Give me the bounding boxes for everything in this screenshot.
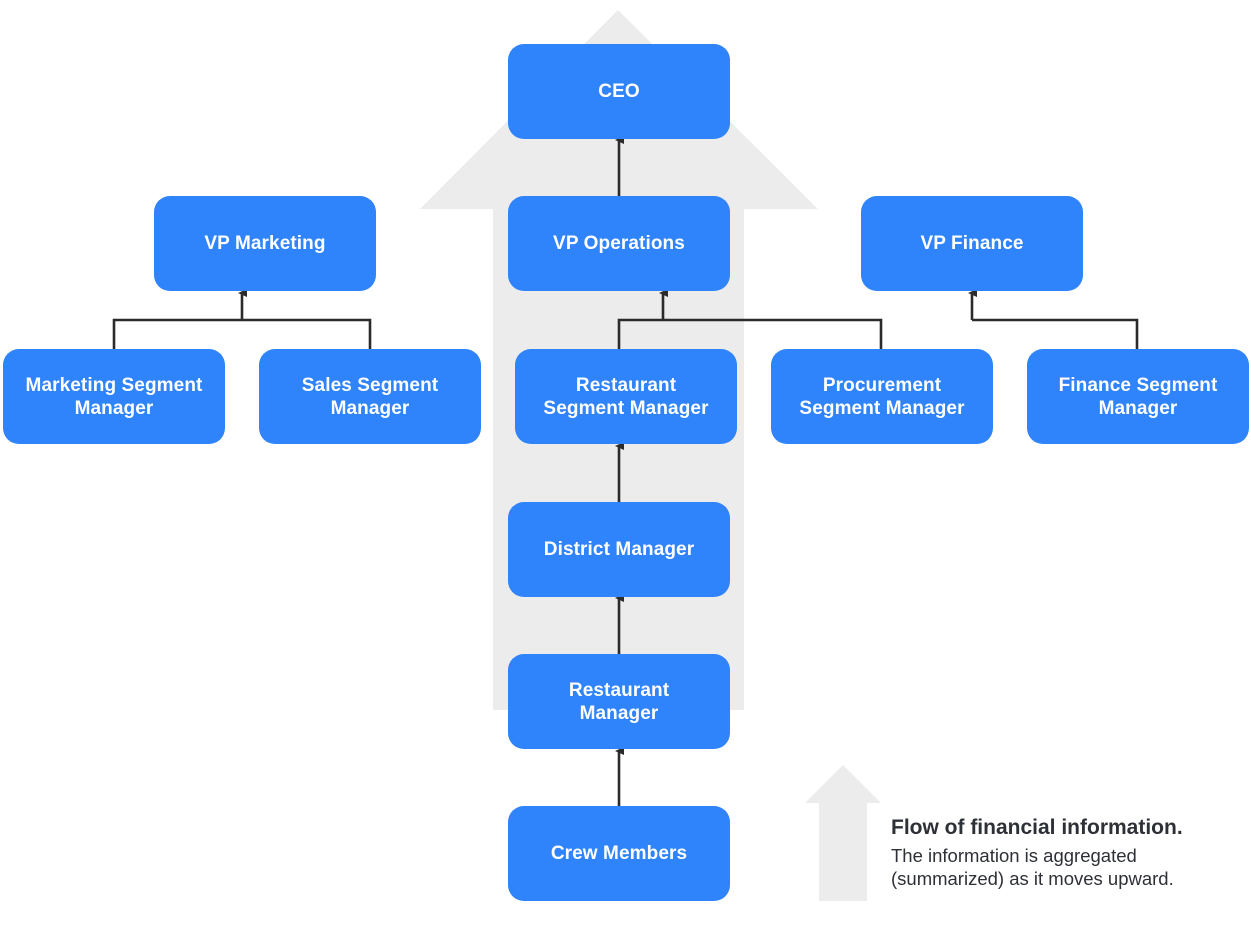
node-vp-marketing: VP Marketing <box>154 196 376 291</box>
node-sales-segment-manager-label: Sales Segment Manager <box>301 374 439 419</box>
node-vp-marketing-label: VP Marketing <box>204 233 326 254</box>
node-restaurant-manager: Restaurant Manager <box>508 654 730 749</box>
node-crew-members: Crew Members <box>508 806 730 901</box>
node-sales-segment-manager: Sales Segment Manager <box>259 349 481 444</box>
node-district-manager-label: District Manager <box>543 539 695 560</box>
node-restaurant-segment-manager: Restaurant Segment Manager <box>515 349 737 444</box>
node-procurement-segment-manager: Procurement Segment Manager <box>771 349 993 444</box>
node-marketing-segment-manager-label: Marketing Segment Manager <box>25 374 203 419</box>
node-district-manager: District Manager <box>508 502 730 597</box>
legend-description: The information is aggregated (summarize… <box>891 845 1174 889</box>
node-vp-operations: VP Operations <box>508 196 730 291</box>
node-finance-segment-manager: Finance Segment Manager <box>1027 349 1249 444</box>
node-finance-segment-manager-label: Finance Segment Manager <box>1058 374 1218 419</box>
node-marketing-segment-manager: Marketing Segment Manager <box>3 349 225 444</box>
connector-marketing-sales-bracket <box>112 318 372 349</box>
node-ceo: CEO <box>508 44 730 139</box>
legend-flow-arrow-icon <box>805 765 881 901</box>
node-restaurant-manager-label: Restaurant Manager <box>568 679 670 724</box>
node-vp-operations-label: VP Operations <box>553 233 685 254</box>
node-ceo-label: CEO <box>598 81 640 102</box>
node-restaurant-segment-manager-label: Restaurant Segment Manager <box>543 374 709 419</box>
connector-finance-bracket <box>972 318 1139 349</box>
node-vp-finance: VP Finance <box>861 196 1083 291</box>
node-crew-members-label: Crew Members <box>550 843 688 864</box>
node-procurement-segment-manager-label: Procurement Segment Manager <box>799 374 965 419</box>
node-vp-finance-label: VP Finance <box>920 233 1024 254</box>
connector-operations-bracket <box>617 318 883 349</box>
legend-title: Flow of financial information. <box>891 816 1183 839</box>
